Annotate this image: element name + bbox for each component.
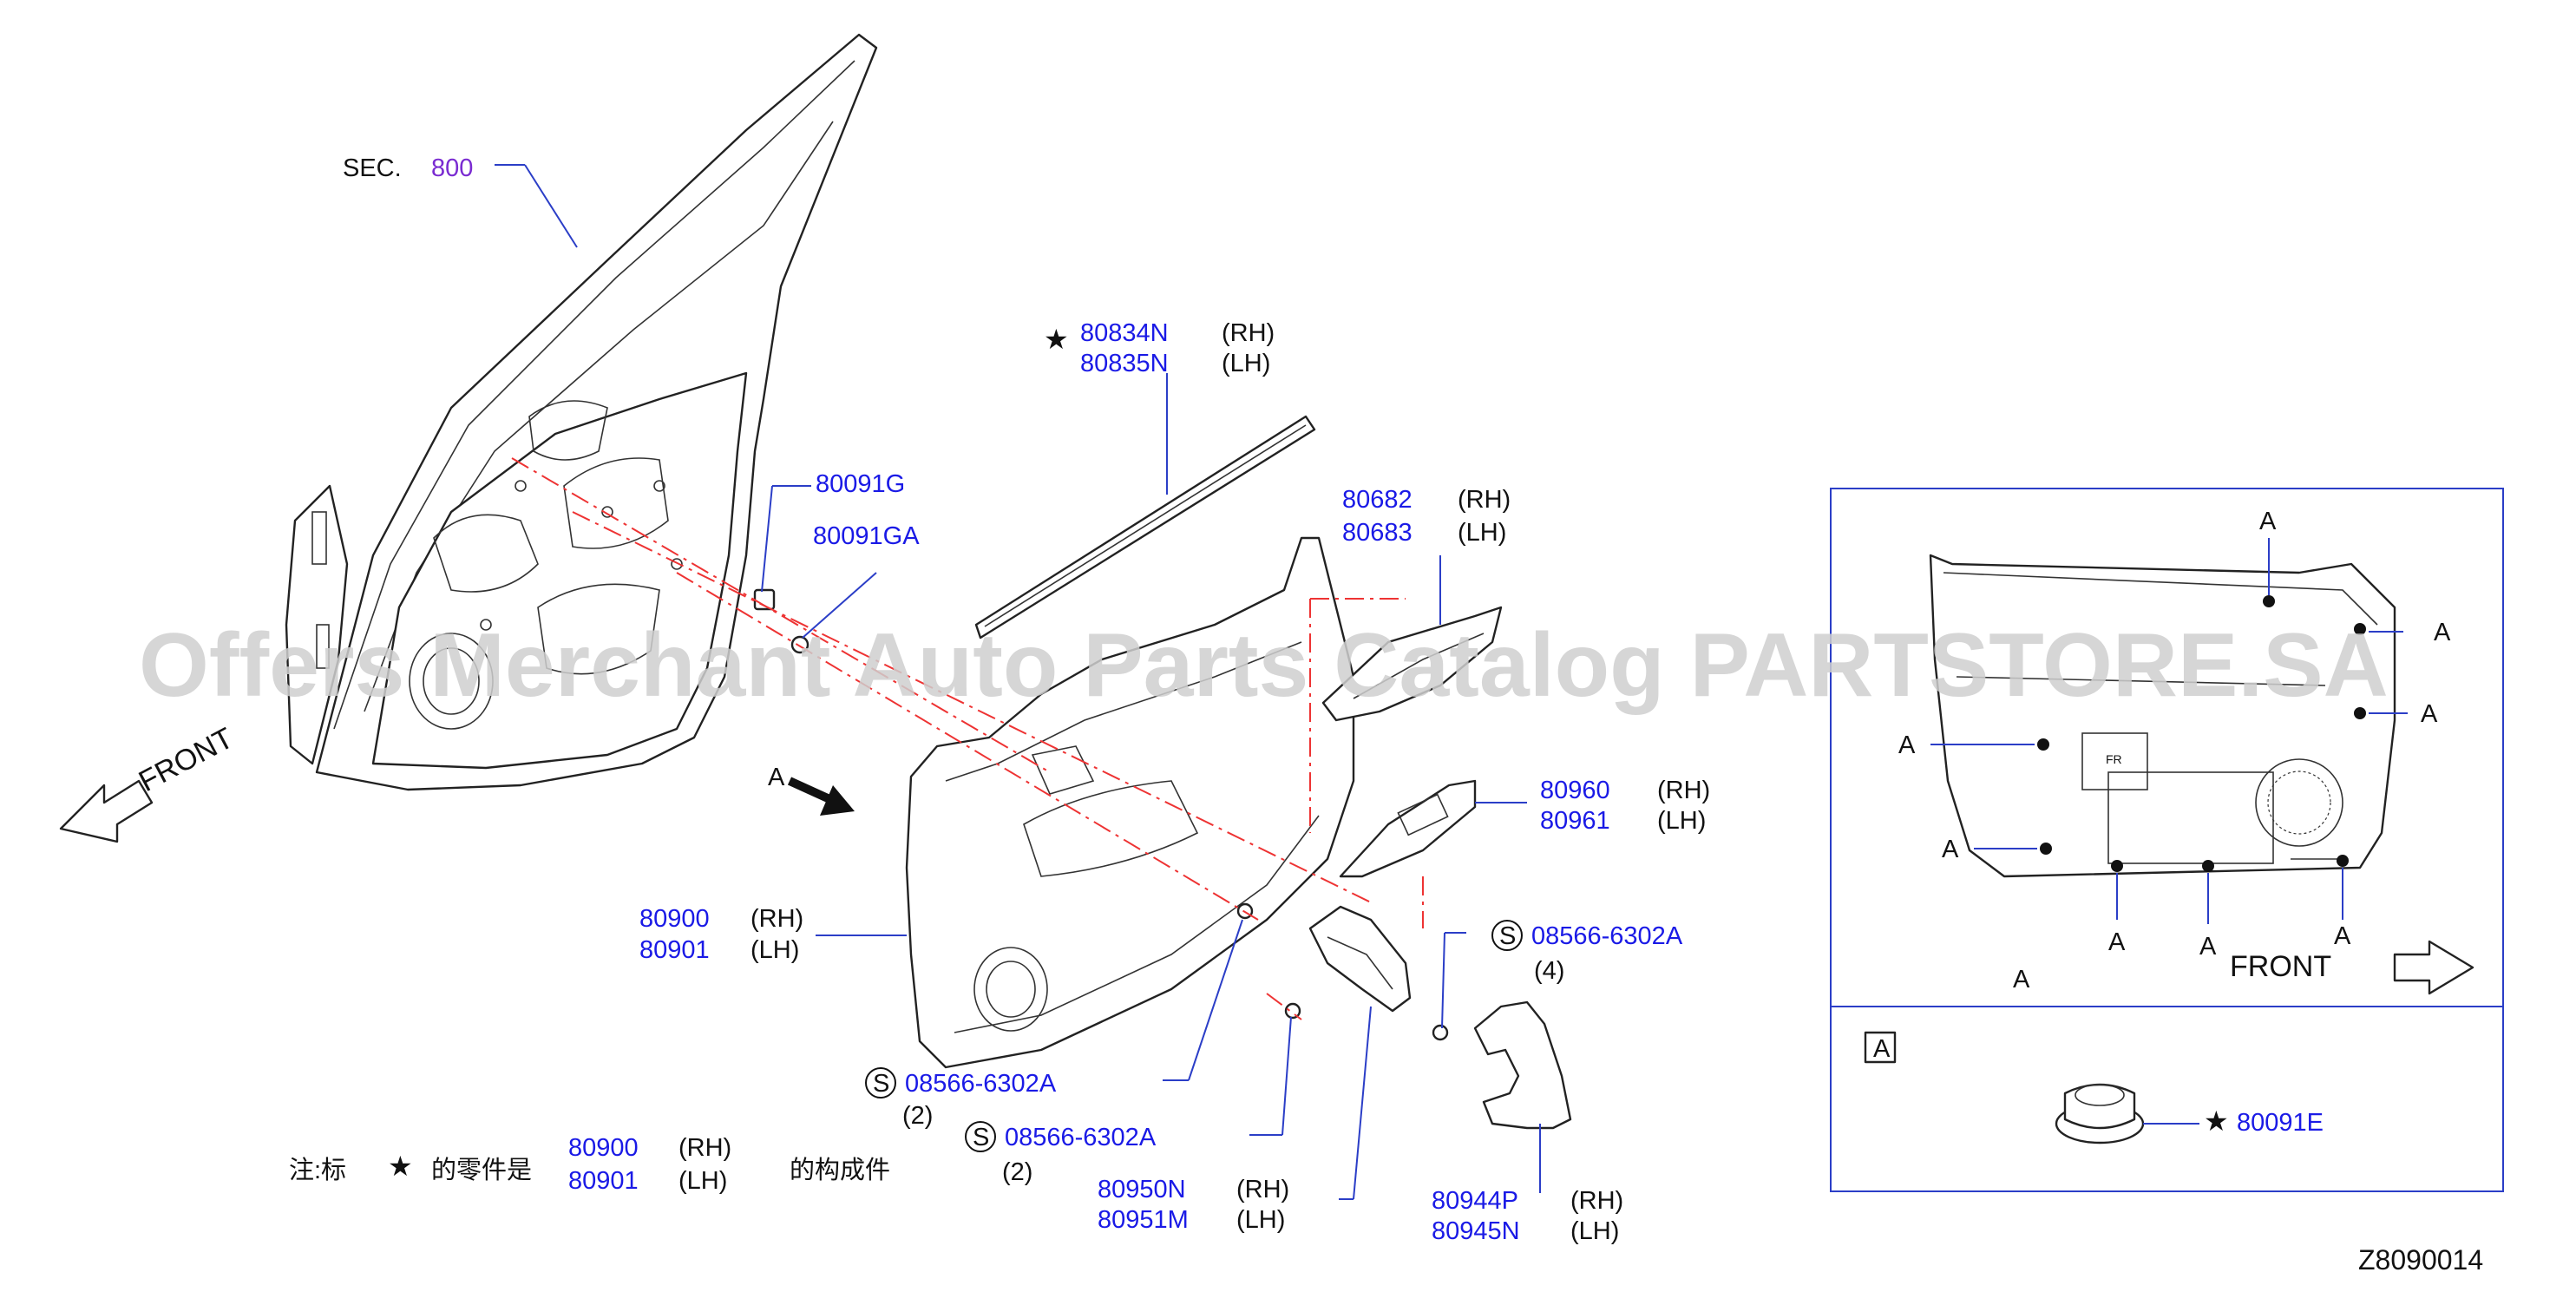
diagram-code: Z8090014 [2358, 1244, 2483, 1276]
screw-right-qty: (4) [1534, 957, 1564, 985]
moulding-lh-tag: (LH) [1222, 350, 1270, 377]
clip-g-number: 80091G [816, 470, 905, 498]
bracket-rh-number: 80950N [1098, 1176, 1186, 1203]
inset-view-label: A [2013, 966, 2030, 994]
inset-front-label: FRONT [2230, 950, 2331, 983]
door-trim-lh-tag: (LH) [751, 936, 799, 964]
clip-ga-number: 80091GA [813, 522, 920, 550]
leader-lines [495, 164, 1541, 1200]
moulding-rh-number: 80834N [1080, 319, 1169, 347]
sec-prefix: SEC. [343, 154, 402, 182]
note-rh-number: 80900 [568, 1134, 639, 1162]
pull-handle-rh-tag: (RH) [1570, 1187, 1623, 1215]
finisher-lh-number: 80683 [1342, 519, 1413, 547]
inset-leader-lines [1930, 538, 2408, 924]
switch-lh-number: 80961 [1540, 807, 1610, 835]
door-trim-drawing [905, 536, 1355, 1069]
screw-lower-number: 08566-6302A [905, 1070, 1057, 1098]
pull-handle-lh-number: 80945N [1432, 1217, 1520, 1245]
switch-lh-tag: (LH) [1657, 807, 1706, 835]
inset-fr-mark: FR [2106, 752, 2122, 766]
inset-clip-label-8: A [2334, 922, 2351, 950]
screw-lower-s-circle [865, 1067, 896, 1099]
door-trim-rh-tag: (RH) [751, 905, 803, 933]
screw-bottom-qty: (2) [1002, 1158, 1032, 1186]
note-suffix: 的构成件 [790, 1156, 890, 1184]
inset-clip-label-7: A [2199, 933, 2217, 961]
note-middle: 的零件是 [431, 1156, 532, 1184]
screw-right-s-circle [1491, 920, 1523, 951]
moulding-drawing [974, 415, 1316, 639]
screw-bottom-number: 08566-6302A [1005, 1124, 1157, 1151]
finisher-drawing [1321, 606, 1503, 722]
detail-a-box [1864, 1031, 1897, 1064]
moulding-rh-tag: (RH) [1222, 319, 1275, 347]
door-trim-lh-number: 80901 [639, 936, 710, 964]
note-lh-number: 80901 [568, 1167, 639, 1195]
inset-clip-label-2: A [2434, 619, 2451, 646]
note-prefix: 注:标 [289, 1156, 346, 1184]
inset-clip-label-3: A [2421, 700, 2438, 728]
clip-80091e-drawing [2055, 1083, 2145, 1144]
watermark-text: Offers Merchant Auto Parts Catalog PARTS… [139, 615, 2389, 716]
screw-lower-s: S [873, 1070, 889, 1098]
screw-bottom-s-circle [965, 1121, 996, 1152]
note-star: ★ [388, 1151, 413, 1182]
sec-number: 800 [431, 154, 473, 182]
front-arrow-icon [59, 779, 154, 843]
inset-clip-label-6: A [2108, 928, 2126, 956]
view-a-arrow [787, 777, 855, 816]
alignment-lines [511, 457, 1424, 1020]
pull-handle-lh-tag: (LH) [1570, 1217, 1619, 1245]
inset-clip-dots [2037, 595, 2366, 872]
note-lh-tag: (LH) [678, 1167, 727, 1195]
switch-drawing [1339, 779, 1477, 878]
bracket-rh-tag: (RH) [1236, 1176, 1289, 1203]
pull-handle-rh-number: 80944P [1432, 1187, 1518, 1215]
bracket-lh-tag: (LH) [1236, 1206, 1285, 1234]
inset-front-arrow-icon [2393, 940, 2474, 995]
front-label: FRONT [134, 722, 239, 799]
bracket-drawing [1308, 905, 1412, 1013]
screw-right-s: S [1499, 922, 1516, 950]
view-marker: A [768, 764, 785, 791]
screw-lower-qty: (2) [902, 1102, 933, 1130]
door-panel-drawing [285, 33, 878, 791]
bracket-lh-number: 80951M [1098, 1206, 1189, 1234]
moulding-star: ★ [1044, 324, 1069, 355]
inset-clip-label-1: A [2259, 508, 2277, 535]
finisher-rh-number: 80682 [1342, 486, 1413, 514]
inset-door-drawing [1929, 554, 2396, 878]
inset-frame [1830, 488, 2504, 1192]
detail-a-label: A [1873, 1035, 1891, 1063]
detail-part-number: 80091E [2237, 1109, 2324, 1137]
switch-rh-tag: (RH) [1657, 777, 1710, 804]
screw-right-number: 08566-6302A [1531, 922, 1683, 950]
inset-clip-label-5: A [1942, 836, 1959, 863]
note-rh-tag: (RH) [678, 1134, 731, 1162]
finisher-rh-tag: (RH) [1458, 486, 1511, 514]
pull-handle-drawing [1473, 1000, 1572, 1130]
detail-star: ★ [2204, 1105, 2229, 1137]
door-trim-rh-number: 80900 [639, 905, 710, 933]
moulding-lh-number: 80835N [1080, 350, 1169, 377]
screw-bottom-s: S [973, 1124, 989, 1151]
inset-clip-label-4: A [1898, 731, 1916, 759]
labels: SEC. 800 FRONT ★ 80834N (RH) 80835N (LH)… [134, 154, 2483, 1276]
finisher-lh-tag: (LH) [1458, 519, 1506, 547]
switch-rh-number: 80960 [1540, 777, 1610, 804]
